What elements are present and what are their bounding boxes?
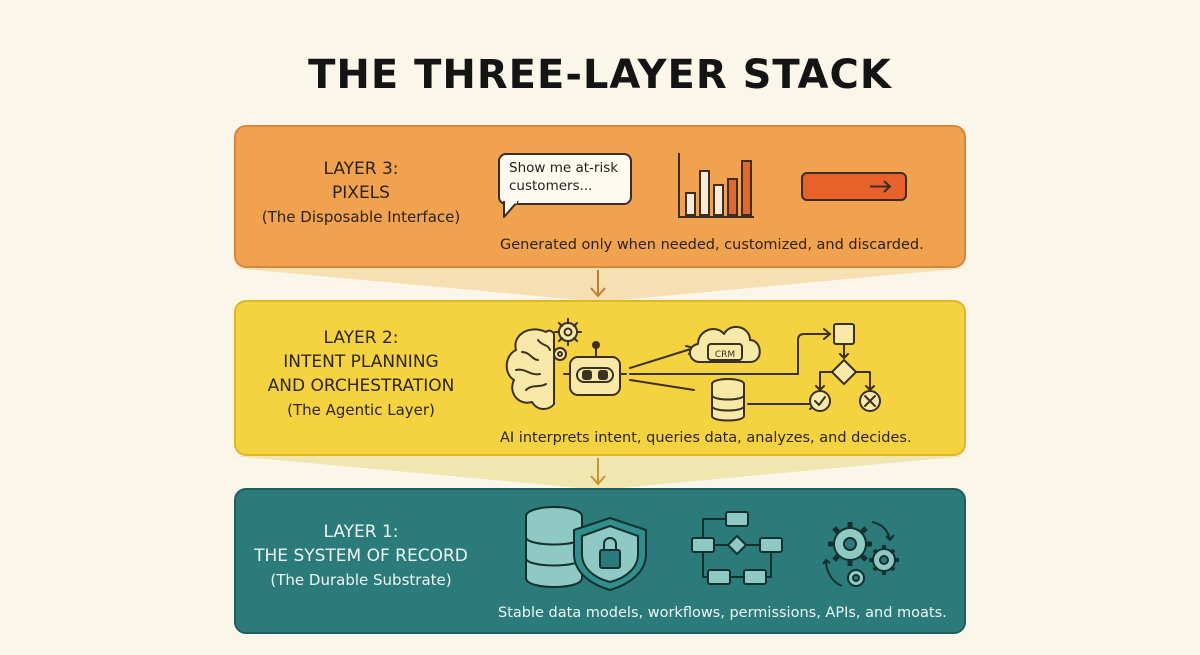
layer-2-box: LAYER 2: INTENT PLANNING AND ORCHESTRATI… (234, 300, 966, 456)
robot-icon (563, 341, 627, 396)
gears-icon (822, 521, 899, 587)
speech-bubble-icon: Show me at-risk customers... (498, 153, 632, 205)
database-icon (711, 378, 745, 422)
arrow-button-icon (801, 172, 907, 201)
layer-1-name: THE SYSTEM OF RECORD (254, 546, 468, 566)
layer-3-subtitle: (The Disposable Interface) (261, 208, 461, 226)
database-shield-icon (525, 506, 647, 591)
layer-1-label: LAYER 1: THE SYSTEM OF RECORD (The Durab… (236, 520, 486, 592)
layer-2-number: LAYER 2: (323, 328, 399, 348)
layer-1-subtitle: (The Durable Substrate) (270, 571, 452, 589)
bubble-text: Show me at-risk customers... (509, 160, 619, 194)
layer-1-caption: Stable data models, workflows, permissio… (498, 605, 947, 621)
layer-3-box: LAYER 3: PIXELS (The Disposable Interfac… (234, 125, 966, 268)
layer-2-caption: AI interprets intent, queries data, anal… (500, 430, 912, 446)
layer-1-box: LAYER 1: THE SYSTEM OF RECORD (The Durab… (234, 488, 966, 634)
layer-2-subtitle: (The Agentic Layer) (287, 401, 435, 419)
layer-2-label: LAYER 2: INTENT PLANNING AND ORCHESTRATI… (236, 326, 486, 422)
layer-2-name-line1: INTENT PLANNING (283, 352, 439, 372)
layer-3-label: LAYER 3: PIXELS (The Disposable Interfac… (236, 157, 486, 229)
layer-3-name: PIXELS (332, 183, 390, 203)
bar-chart-icon (678, 153, 754, 218)
brain-gear-icon (505, 318, 582, 410)
diagram-title: THE THREE-LAYER STACK (308, 52, 892, 98)
layer-3-number: LAYER 3: (323, 159, 399, 179)
cloud-crm-label: CRM (715, 350, 735, 360)
layer-1-number: LAYER 1: (323, 522, 399, 542)
flowchart-icon (809, 323, 881, 412)
layer-2-name-line2: AND ORCHESTRATION (267, 376, 455, 396)
bubble-tail-icon (503, 201, 519, 218)
cloud-crm-icon (689, 325, 761, 363)
agentic-flow-diagram: CRM (505, 318, 881, 422)
down-arrow-icon (590, 270, 606, 298)
down-arrow-icon (590, 458, 606, 486)
layer-3-caption: Generated only when needed, customized, … (500, 237, 924, 253)
workflow-icon (691, 511, 783, 585)
